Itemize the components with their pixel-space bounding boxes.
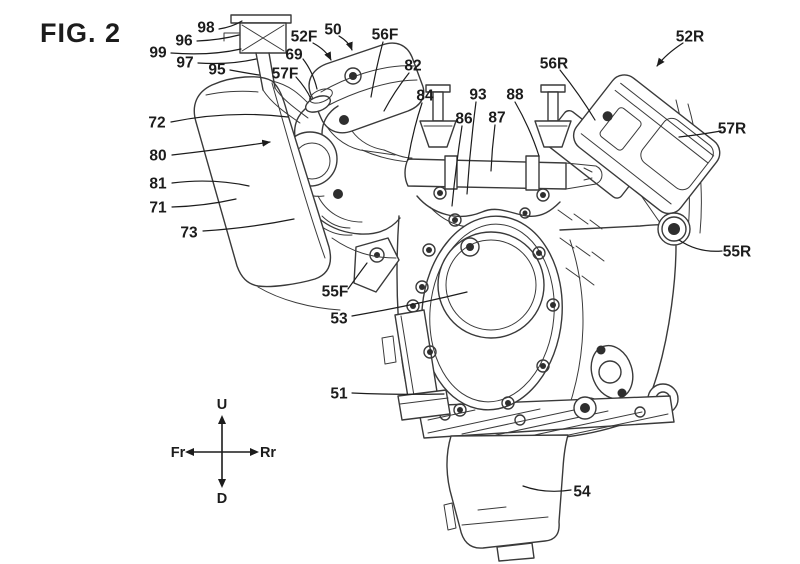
leader-line-51 bbox=[351, 392, 445, 395]
ref-label-55R: 55R bbox=[723, 243, 751, 260]
ref-label-80: 80 bbox=[149, 147, 166, 164]
up-arrow-icon bbox=[218, 415, 226, 424]
leader-line-86 bbox=[451, 125, 463, 207]
oil-pan bbox=[446, 434, 569, 549]
ref-label-54: 54 bbox=[573, 483, 591, 500]
ref-label-96: 96 bbox=[175, 32, 193, 49]
leader-line-72 bbox=[170, 113, 289, 123]
ref-label-72: 72 bbox=[148, 114, 165, 131]
leader-line-55R bbox=[678, 239, 723, 252]
front-lower-bracket bbox=[381, 280, 451, 421]
ref-label-93: 93 bbox=[469, 86, 487, 103]
ref-label-55F: 55F bbox=[322, 283, 349, 300]
ref-label-56R: 56R bbox=[540, 55, 568, 72]
ref-label-57R: 57R bbox=[718, 120, 746, 137]
leader-line-57F bbox=[295, 76, 312, 100]
leader-line-69 bbox=[302, 58, 318, 90]
ref-label-98: 98 bbox=[197, 19, 215, 36]
leader-line-50 bbox=[338, 35, 353, 51]
intake-funnel-front bbox=[419, 84, 457, 148]
hatching-rear bbox=[557, 209, 605, 286]
ref-label-57F: 57F bbox=[272, 65, 299, 82]
engine-drawing bbox=[193, 14, 721, 562]
ref-label-97: 97 bbox=[176, 54, 193, 71]
front-cylinder-assembly bbox=[308, 42, 572, 163]
leader-line-99 bbox=[170, 48, 242, 55]
leader-line-87 bbox=[490, 124, 496, 172]
compass-front-label: Fr bbox=[171, 445, 186, 461]
ref-label-52F: 52F bbox=[291, 28, 318, 45]
leader-line-56F bbox=[370, 41, 384, 98]
clutch-cover bbox=[406, 215, 563, 417]
leader-line-80 bbox=[171, 139, 271, 156]
ref-label-52R: 52R bbox=[676, 28, 704, 45]
ref-label-53: 53 bbox=[330, 310, 348, 327]
leader-line-93 bbox=[466, 101, 477, 195]
ref-label-50: 50 bbox=[324, 21, 341, 38]
compass-up-label: U bbox=[217, 397, 227, 413]
leader-line-82 bbox=[383, 72, 410, 112]
ref-label-88: 88 bbox=[506, 86, 524, 103]
leader-line-73 bbox=[202, 218, 295, 232]
front-arrow-icon bbox=[185, 448, 194, 456]
connecting-pipe bbox=[404, 155, 603, 191]
ref-label-86: 86 bbox=[455, 110, 473, 127]
canister-assembly bbox=[223, 14, 309, 124]
bottom-rail-and-oil-pan bbox=[417, 395, 675, 562]
leader-line-52R bbox=[656, 42, 684, 67]
leader-line-84 bbox=[407, 102, 423, 161]
leader-line-53 bbox=[351, 291, 468, 317]
ref-label-99: 99 bbox=[149, 44, 167, 61]
ref-label-69: 69 bbox=[285, 46, 303, 63]
orientation-compass: U D Fr Rr bbox=[171, 397, 277, 507]
leader-line-56R bbox=[559, 69, 596, 121]
rear-cylinder-assembly bbox=[544, 74, 721, 286]
ref-label-71: 71 bbox=[149, 199, 167, 216]
leader-line-54 bbox=[522, 485, 572, 492]
ref-label-51: 51 bbox=[330, 385, 348, 402]
air-duct bbox=[193, 76, 341, 311]
leader-line-52F bbox=[312, 42, 332, 61]
leader-line-71 bbox=[171, 198, 237, 208]
leader-line-57R bbox=[678, 130, 722, 138]
leader-line-98 bbox=[218, 20, 243, 30]
intake-funnel-rear bbox=[534, 84, 572, 148]
ref-label-95: 95 bbox=[208, 61, 226, 78]
leader-line-95 bbox=[229, 69, 260, 76]
figure-title: FIG. 2 bbox=[40, 18, 121, 48]
leader-line-96 bbox=[196, 34, 240, 42]
compass-down-label: D bbox=[217, 491, 227, 507]
ref-label-73: 73 bbox=[180, 224, 198, 241]
ref-label-56F: 56F bbox=[372, 26, 399, 43]
leader-line-97 bbox=[197, 58, 257, 65]
leader-line-55F bbox=[347, 262, 368, 290]
leader-line-81 bbox=[171, 180, 250, 187]
ref-label-87: 87 bbox=[488, 109, 505, 126]
front-head-cover bbox=[308, 42, 425, 134]
ref-label-84: 84 bbox=[416, 87, 434, 104]
ref-label-82: 82 bbox=[404, 57, 421, 74]
compass-rear-label: Rr bbox=[260, 445, 276, 461]
rear-arrow-icon bbox=[250, 448, 259, 456]
down-arrow-icon bbox=[218, 479, 226, 488]
leader-line-88 bbox=[514, 101, 540, 157]
ref-label-81: 81 bbox=[149, 175, 167, 192]
